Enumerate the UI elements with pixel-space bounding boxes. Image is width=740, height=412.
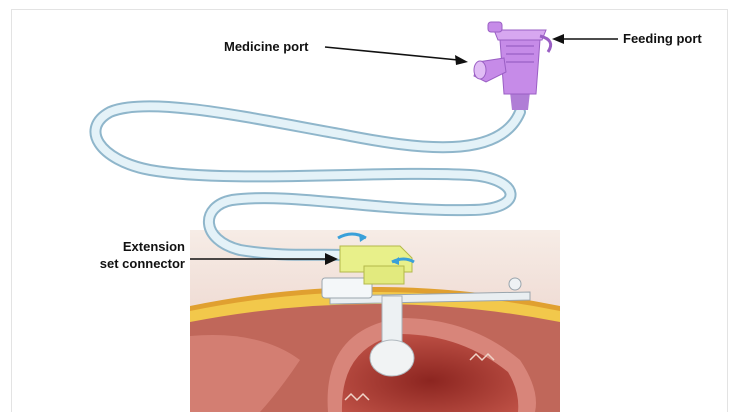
arrow-left-icon bbox=[552, 34, 618, 44]
port-cap bbox=[488, 22, 502, 32]
label-feeding-port: Feeding port bbox=[623, 31, 702, 46]
port-body bbox=[500, 40, 540, 94]
feeding-port-assembly bbox=[474, 22, 551, 110]
device-plug bbox=[509, 278, 521, 290]
medicine-port-opening bbox=[474, 61, 486, 79]
arrow-right-icon bbox=[325, 47, 468, 65]
connector-collar bbox=[364, 266, 404, 284]
label-connector-line2: set connector bbox=[100, 256, 185, 271]
label-connector-line1: Extension bbox=[123, 239, 185, 254]
port-rim bbox=[494, 30, 546, 40]
internal-balloon bbox=[370, 340, 414, 376]
port-neck bbox=[510, 92, 530, 110]
label-medicine-port: Medicine port bbox=[224, 39, 309, 54]
